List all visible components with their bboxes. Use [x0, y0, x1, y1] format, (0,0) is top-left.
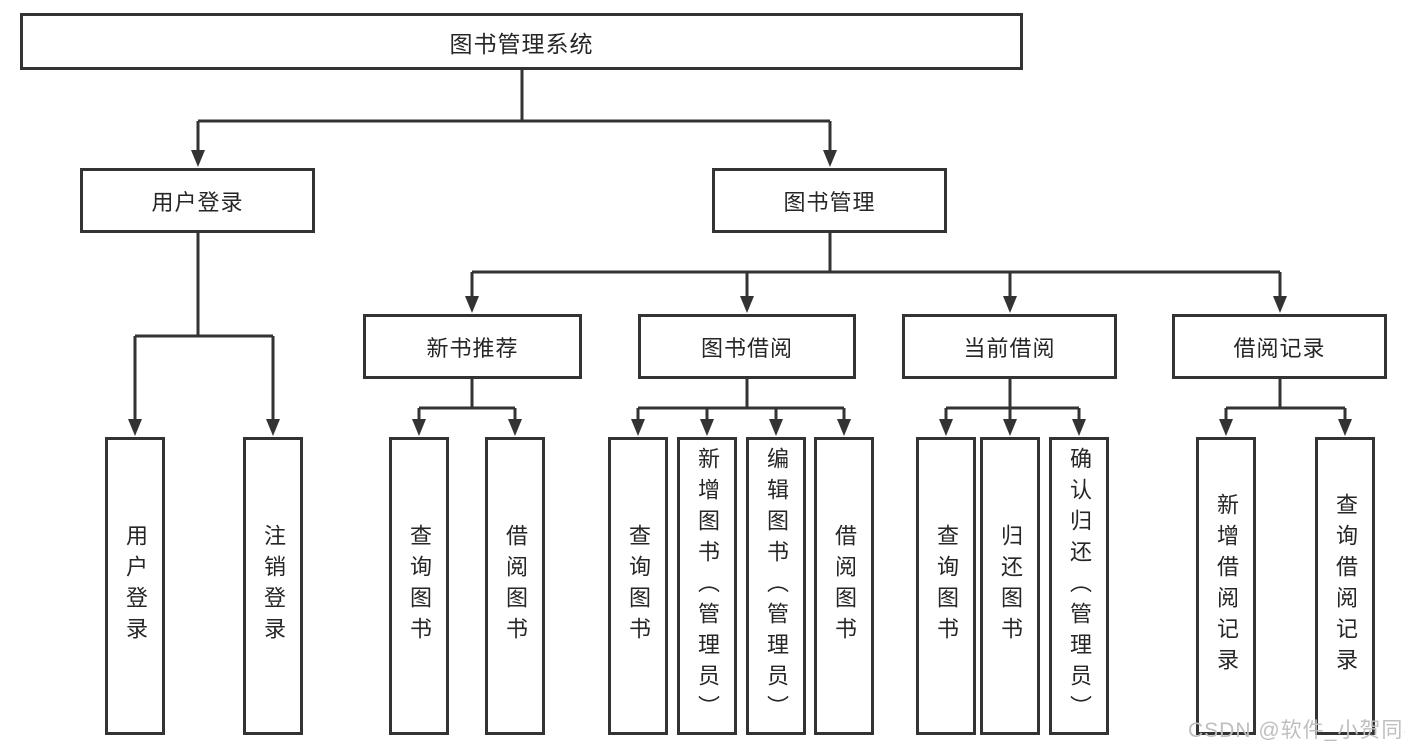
node-borrow-records-label: 借阅记录: [1233, 335, 1326, 361]
node-root-label: 图书管理系统: [449, 30, 594, 57]
leaf-nb-query-books: 查询图书: [389, 437, 449, 735]
node-user-login-label: 用户登录: [151, 189, 244, 215]
node-book-management-label: 图书管理: [783, 189, 876, 215]
leaf-br-query-record-label: 查询借阅记录: [1333, 493, 1358, 679]
leaf-logout-login: 注销登录: [243, 437, 303, 735]
leaf-bb-query-books-label: 查询图书: [626, 524, 651, 648]
leaf-nb-borrow-books-label: 借阅图书: [503, 524, 528, 648]
leaf-bb-edit-books-admin-label: 编辑图书（管理员）: [764, 446, 789, 726]
leaf-bb-borrow-books-label: 借阅图书: [832, 524, 857, 648]
leaf-br-add-record-label: 新增借阅记录: [1214, 493, 1239, 679]
node-user-login: 用户登录: [80, 168, 315, 233]
leaf-cb-query-books-label: 查询图书: [934, 524, 959, 648]
node-current-borrow: 当前借阅: [902, 314, 1117, 379]
node-new-book-recommend-label: 新书推荐: [426, 335, 519, 361]
leaf-cb-return-books: 归还图书: [980, 437, 1040, 735]
leaf-cb-query-books: 查询图书: [916, 437, 976, 735]
node-book-borrow: 图书借阅: [638, 314, 856, 379]
leaf-nb-borrow-books: 借阅图书: [485, 437, 545, 735]
leaf-nb-query-books-label: 查询图书: [407, 524, 432, 648]
arrowheads: [128, 150, 1352, 436]
node-book-borrow-label: 图书借阅: [700, 335, 793, 361]
node-current-borrow-label: 当前借阅: [963, 335, 1056, 361]
leaf-bb-edit-books-admin: 编辑图书（管理员）: [746, 437, 806, 735]
leaf-user-login-label: 用户登录: [123, 524, 148, 648]
node-new-book-recommend: 新书推荐: [363, 314, 582, 379]
leaf-cb-return-books-label: 归还图书: [998, 524, 1023, 648]
leaf-bb-add-books-admin-label: 新增图书（管理员）: [695, 446, 720, 726]
leaf-bb-add-books-admin: 新增图书（管理员）: [677, 437, 737, 735]
leaf-br-query-record: 查询借阅记录: [1315, 437, 1375, 735]
node-borrow-records: 借阅记录: [1172, 314, 1387, 379]
leaf-user-login: 用户登录: [105, 437, 165, 735]
leaf-cb-confirm-return-admin-label: 确认归还（管理员）: [1067, 446, 1092, 726]
node-book-management: 图书管理: [712, 168, 947, 233]
leaf-logout-login-label: 注销登录: [261, 524, 286, 648]
leaf-cb-confirm-return-admin: 确认归还（管理员）: [1049, 437, 1109, 735]
leaf-bb-borrow-books: 借阅图书: [814, 437, 874, 735]
leaf-br-add-record: 新增借阅记录: [1196, 437, 1256, 735]
leaf-bb-query-books: 查询图书: [608, 437, 668, 735]
csdn-watermark: CSDN @软件_小贺同学: [1188, 719, 1405, 742]
node-root: 图书管理系统: [20, 13, 1023, 70]
